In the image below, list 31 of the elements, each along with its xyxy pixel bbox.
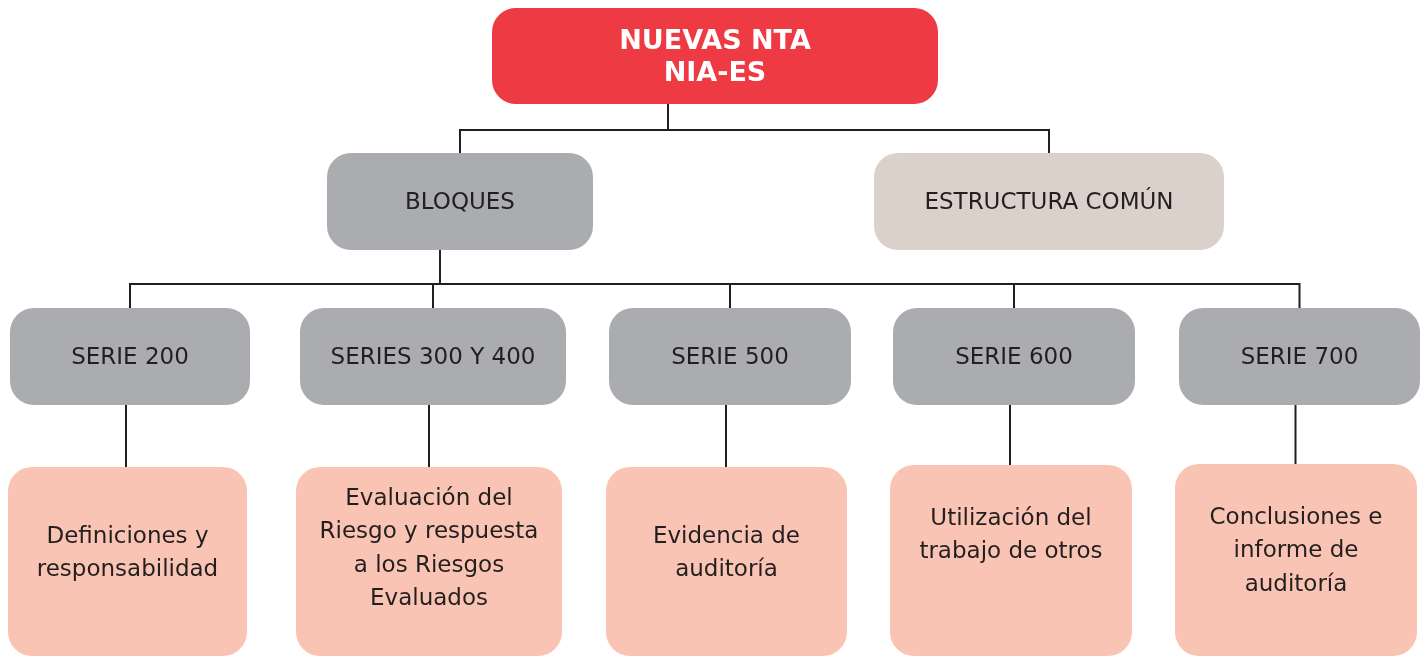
box-label: Definiciones y responsabilidad (35, 521, 220, 584)
box-label: Evidencia de auditoría (651, 521, 802, 584)
title-box (492, 8, 938, 104)
box-label: SERIE 700 (1240, 342, 1359, 371)
category-box (893, 308, 1135, 405)
box-label: SERIE 200 (71, 342, 189, 371)
connector-line (428, 404, 430, 468)
connector-line (1009, 404, 1011, 466)
category-box (10, 308, 250, 405)
category-box (874, 153, 1224, 250)
box-label: NUEVAS NTA NIA-ES (618, 23, 812, 89)
box-label: SERIES 300 Y 400 (330, 342, 536, 371)
box-label: Evaluación del Riesgo y respuesta a los Riesgos Evaluados (318, 483, 540, 613)
connector-line (125, 404, 127, 468)
box-label: SERIE 600 (955, 342, 1073, 371)
description-box (8, 467, 247, 656)
connector-line (725, 404, 727, 468)
category-box (327, 153, 593, 250)
box-label: Conclusiones e informe de auditoría (1208, 502, 1384, 598)
category-box (609, 308, 851, 405)
description-box (890, 465, 1132, 656)
connector-line (1294, 404, 1297, 465)
box-label: SERIE 500 (671, 342, 789, 371)
box-label: Utilización del trabajo de otros (918, 503, 1104, 566)
description-box (296, 467, 562, 656)
description-box (1175, 464, 1417, 656)
box-label: ESTRUCTURA COMÚN (924, 187, 1174, 216)
description-box (606, 467, 847, 656)
category-box (1179, 308, 1420, 405)
box-label: BLOQUES (405, 187, 515, 216)
category-box (300, 308, 566, 405)
